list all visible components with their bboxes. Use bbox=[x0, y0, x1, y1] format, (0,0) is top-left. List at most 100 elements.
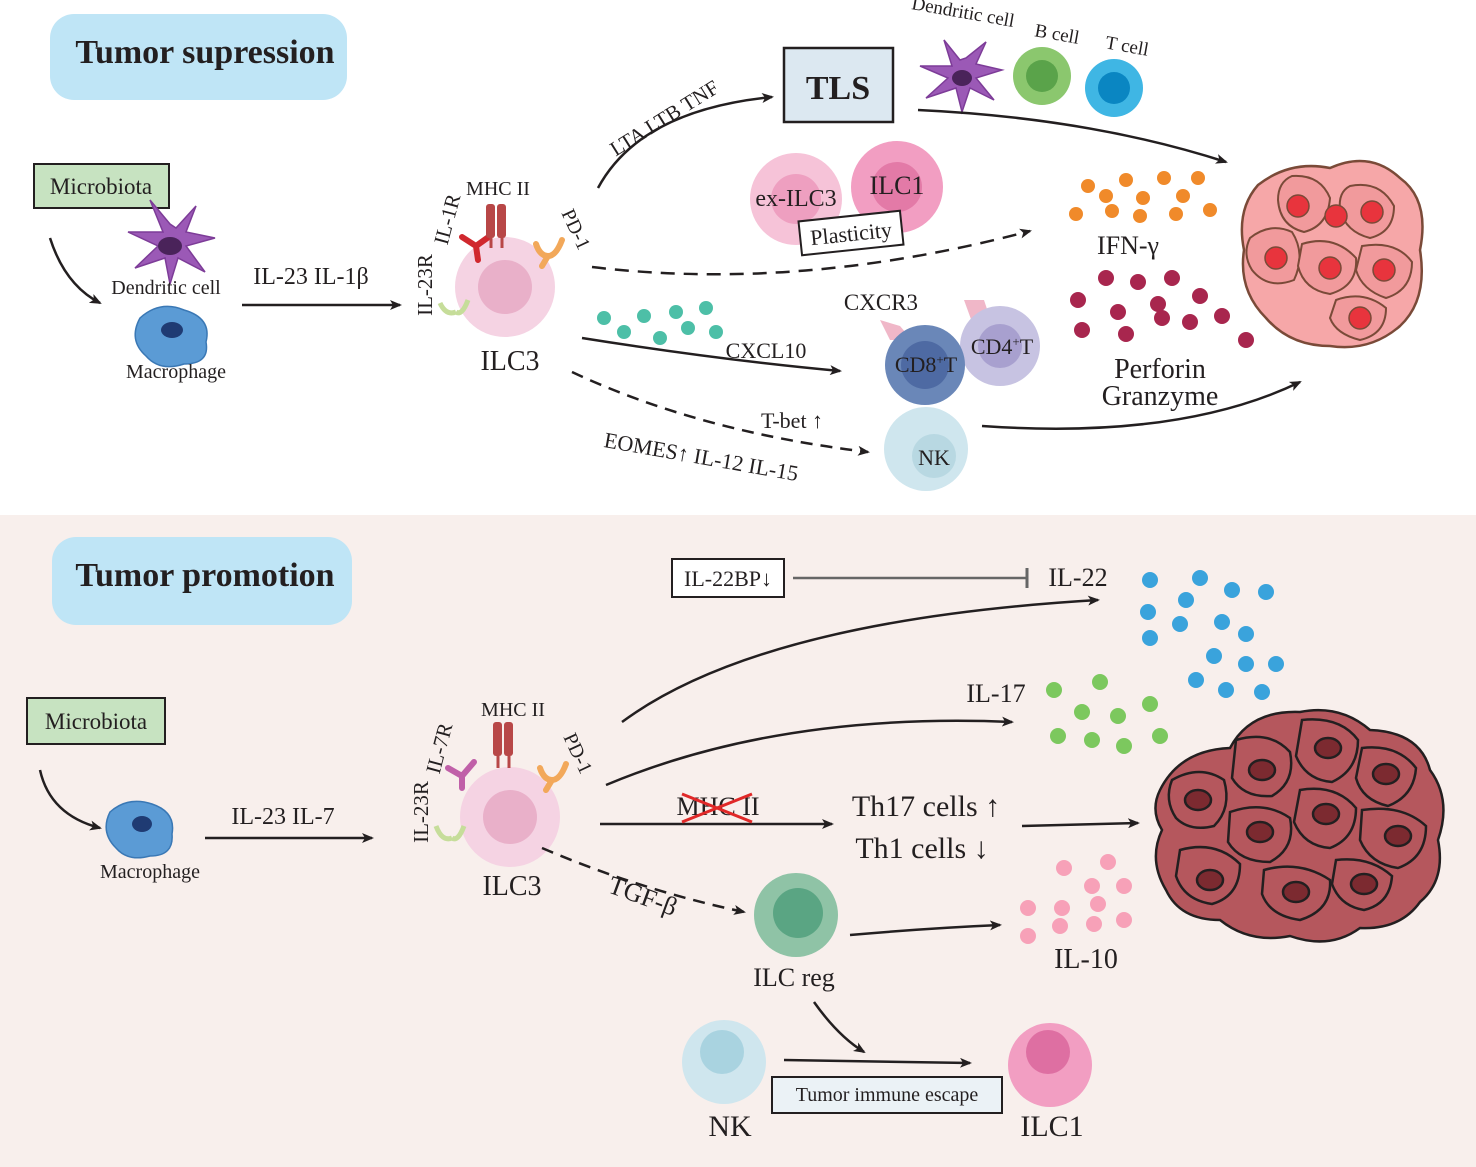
top-tls-dendritic-icon bbox=[919, 39, 1005, 115]
bottom-mhc2-cross-icon bbox=[681, 792, 753, 824]
top-tls-tcell-label: T cell bbox=[1104, 32, 1150, 60]
top-microbiota-box bbox=[33, 163, 170, 209]
bottom-microbiota-box bbox=[26, 697, 166, 745]
top-granzyme-label: Granzyme bbox=[1102, 381, 1219, 412]
bottom-il22bp-box bbox=[671, 558, 785, 598]
bottom-macrophage-label: Macrophage bbox=[100, 861, 200, 883]
bottom-title-box bbox=[52, 537, 352, 625]
bottom-il23r-label: IL-23R bbox=[409, 781, 433, 843]
bottom-th-to-tumor-arrow bbox=[1021, 818, 1140, 829]
bottom-il10-dots bbox=[1020, 854, 1132, 944]
bottom-il22-label: IL-22 bbox=[1048, 563, 1107, 592]
bottom-tgfb-dashed-arrow bbox=[541, 846, 746, 915]
bottom-title: Tumor promotion bbox=[75, 557, 334, 594]
top-tls-bcell-label: B cell bbox=[1033, 20, 1081, 48]
top-plasticity-dashed-arrow bbox=[591, 228, 1032, 276]
top-cxcl10-label: CXCL10 bbox=[726, 338, 807, 363]
top-ex-ilc3-nucleus bbox=[771, 174, 821, 224]
top-tls-to-tumor-arrow bbox=[917, 108, 1228, 164]
bottom-tumor-icon bbox=[1154, 708, 1445, 943]
top-tls-bcell-nucleus bbox=[1026, 60, 1058, 92]
bottom-microbiota-arrow bbox=[38, 769, 102, 831]
top-ifng-dots bbox=[1069, 171, 1217, 223]
bottom-nk-ilc1-arrow bbox=[783, 1057, 972, 1068]
top-nk-to-tumor-arrow bbox=[981, 380, 1302, 430]
top-dendritic-cell-icon bbox=[127, 199, 216, 285]
bottom-ilcreg-il10-arrow bbox=[849, 920, 1002, 937]
bottom-cytokines-in-label: IL-23 IL-7 bbox=[231, 804, 334, 830]
bottom-escape-box bbox=[771, 1076, 1003, 1114]
top-microbiota-label: Microbiota bbox=[50, 174, 152, 199]
bottom-il22-arrow bbox=[621, 595, 1100, 724]
top-tls-arrow bbox=[596, 93, 774, 189]
top-tls-factors-label: LTA LTB TNF bbox=[606, 75, 724, 161]
bottom-microbiota-label: Microbiota bbox=[45, 709, 147, 734]
top-dendritic-cell-label: Dendritic cell bbox=[111, 277, 221, 299]
bottom-ilc1-nucleus bbox=[1026, 1030, 1070, 1074]
bottom-ilc3-label: ILC3 bbox=[482, 871, 541, 902]
top-cd4-label: CD4+T bbox=[971, 334, 1034, 359]
bottom-macrophage-icon bbox=[105, 800, 174, 859]
top-mhc2-receptor-icon bbox=[486, 204, 506, 248]
bottom-panel: Tumor promotion Microbiota Macrophage IL… bbox=[26, 537, 1445, 1143]
bottom-nk-nucleus bbox=[700, 1030, 744, 1074]
bottom-ilc3-nucleus bbox=[483, 790, 537, 844]
top-nk-label: NK bbox=[918, 445, 950, 470]
top-macrophage-label: Macrophage bbox=[126, 361, 226, 383]
top-nk-dashed-arrow bbox=[571, 370, 870, 456]
bottom-mhc2-receptor-icon bbox=[493, 722, 513, 768]
top-ifng-label: IFN-γ bbox=[1097, 231, 1159, 260]
top-cd8-nucleus bbox=[901, 341, 949, 389]
bottom-il17-arrow bbox=[605, 716, 1014, 787]
top-il23r-receptor-icon bbox=[437, 299, 471, 316]
bottom-escape-label: Tumor immune escape bbox=[796, 1084, 979, 1106]
top-plasticity-box: Plasticity bbox=[797, 209, 905, 257]
top-nk-nucleus bbox=[912, 434, 956, 478]
bottom-il10-label: IL-10 bbox=[1054, 944, 1118, 975]
top-tls-box bbox=[782, 46, 895, 124]
bottom-nk-label: NK bbox=[708, 1110, 752, 1143]
top-perforin-label: Perforin bbox=[1114, 354, 1206, 385]
top-perforin-dots bbox=[1070, 270, 1254, 348]
top-cxcr3-label: CXCR3 bbox=[844, 290, 918, 315]
bottom-ilc1-label: ILC1 bbox=[1020, 1110, 1083, 1143]
top-cytokines-in-label: IL-23 IL-1β bbox=[253, 264, 369, 290]
top-ilc1-nucleus bbox=[872, 162, 922, 212]
top-cd4-nucleus bbox=[978, 324, 1022, 368]
top-ilc3-nucleus bbox=[478, 260, 532, 314]
bottom-ilcreg-escape-arrow bbox=[812, 1001, 866, 1054]
top-ilc3-label: ILC3 bbox=[480, 346, 539, 377]
top-title-box bbox=[50, 14, 347, 100]
bottom-il7r-receptor-icon bbox=[445, 759, 477, 791]
top-ex-ilc3-label: ex-ILC3 bbox=[755, 186, 836, 212]
bottom-ilcreg-nucleus bbox=[773, 888, 823, 938]
bottom-il23r-receptor-icon bbox=[433, 825, 467, 842]
top-mhc2-label: MHC II bbox=[466, 178, 530, 200]
bottom-il22bp-label: IL-22BP↓ bbox=[684, 566, 772, 591]
top-ilc1-label: ILC1 bbox=[870, 171, 925, 200]
top-il23r-label: IL-23R bbox=[413, 254, 437, 316]
top-tbet-label: T-bet ↑ bbox=[761, 408, 823, 433]
bottom-il17-label: IL-17 bbox=[966, 679, 1025, 708]
top-tumor-icon bbox=[1240, 159, 1424, 349]
top-pd1-receptor-icon bbox=[533, 237, 565, 269]
top-tls-label: TLS bbox=[806, 70, 870, 107]
top-tls-tcell-nucleus bbox=[1098, 72, 1130, 104]
top-microbiota-arrow bbox=[48, 237, 102, 305]
top-tls-dc-label: Dendritic cell bbox=[910, 0, 1016, 32]
bottom-ilcreg-label: ILC reg bbox=[753, 963, 835, 992]
top-macrophage-icon bbox=[134, 305, 208, 368]
bottom-il22-dots bbox=[1140, 570, 1284, 700]
bottom-th17-label: Th17 cells ↑ bbox=[852, 790, 1000, 823]
bottom-mhc2-label: MHC II bbox=[481, 699, 545, 721]
bottom-pd1-receptor-icon bbox=[537, 761, 569, 793]
top-title: Tumor supression bbox=[75, 34, 334, 71]
top-cxcl10-dots bbox=[597, 301, 723, 345]
top-cxcl10-arrow bbox=[581, 336, 842, 376]
bottom-th1-label: Th1 cells ↓ bbox=[855, 832, 988, 865]
top-panel: Tumor supression Microbiota Dendritic ce… bbox=[33, 0, 1424, 491]
top-cd8-label: CD8+T bbox=[895, 352, 958, 377]
bottom-il17-dots bbox=[1046, 674, 1168, 754]
